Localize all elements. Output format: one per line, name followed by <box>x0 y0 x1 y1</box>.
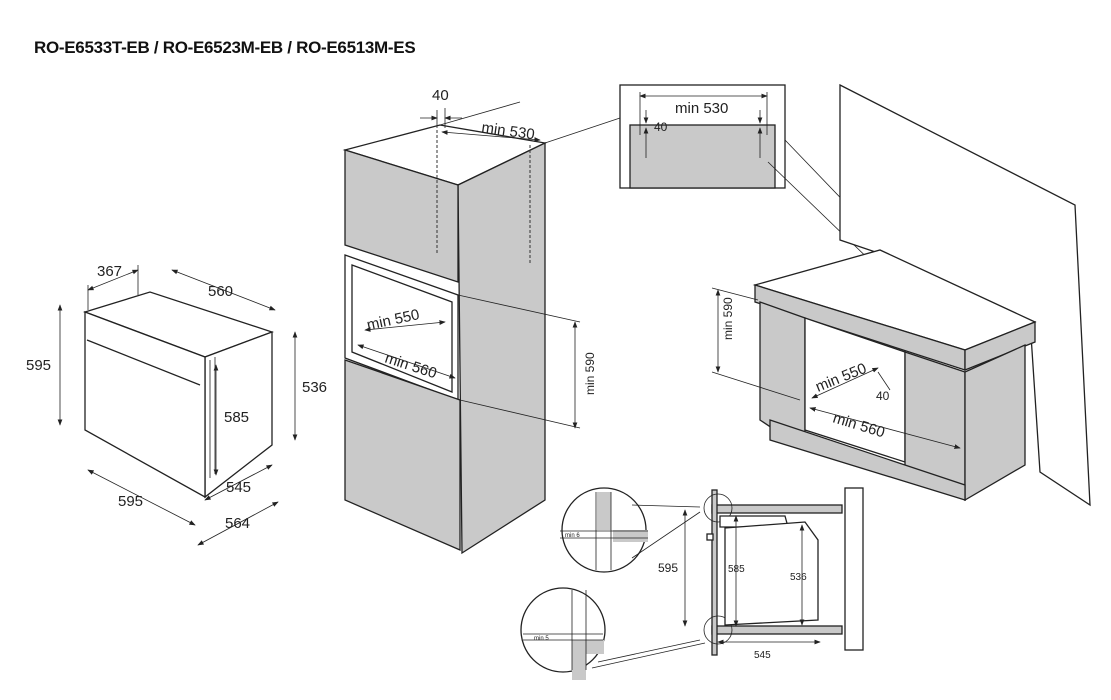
uc-40: 40 <box>876 389 890 403</box>
oven-dimensions: 367 560 595 585 536 595 545 564 <box>26 263 327 546</box>
dim-min-590: min 590 <box>583 352 597 395</box>
dim-536: 536 <box>302 379 327 396</box>
dim-560: 560 <box>208 283 233 300</box>
dim-545: 545 <box>226 479 251 496</box>
detail-inset: min 530 40 <box>619 84 906 271</box>
dim-vent-40: 40 <box>432 87 449 104</box>
oven-drawing <box>82 291 274 499</box>
side-section-dimensions: 595 585 536 545 <box>658 509 821 661</box>
inset-40: 40 <box>654 120 668 134</box>
section-545: 545 <box>754 650 771 661</box>
dim-367: 367 <box>97 263 122 280</box>
inset-min-530: min 530 <box>675 100 728 117</box>
section-595: 595 <box>658 561 678 575</box>
gap-min-6: min 6 <box>565 533 580 539</box>
under-counter-drawing <box>752 83 1091 507</box>
page-title: RO-E6533T-EB / RO-E6523M-EB / RO-E6513M-… <box>34 38 416 57</box>
section-536: 536 <box>790 572 807 583</box>
dim-585: 585 <box>224 409 249 426</box>
dim-595-height: 595 <box>26 357 51 374</box>
side-section-drawing: min 6 min 5 <box>520 487 864 680</box>
gap-min-5: min 5 <box>534 636 549 642</box>
uc-min-590: min 590 <box>721 297 735 340</box>
dim-564: 564 <box>225 515 250 532</box>
dim-595-width: 595 <box>118 493 143 510</box>
section-585: 585 <box>728 564 745 575</box>
